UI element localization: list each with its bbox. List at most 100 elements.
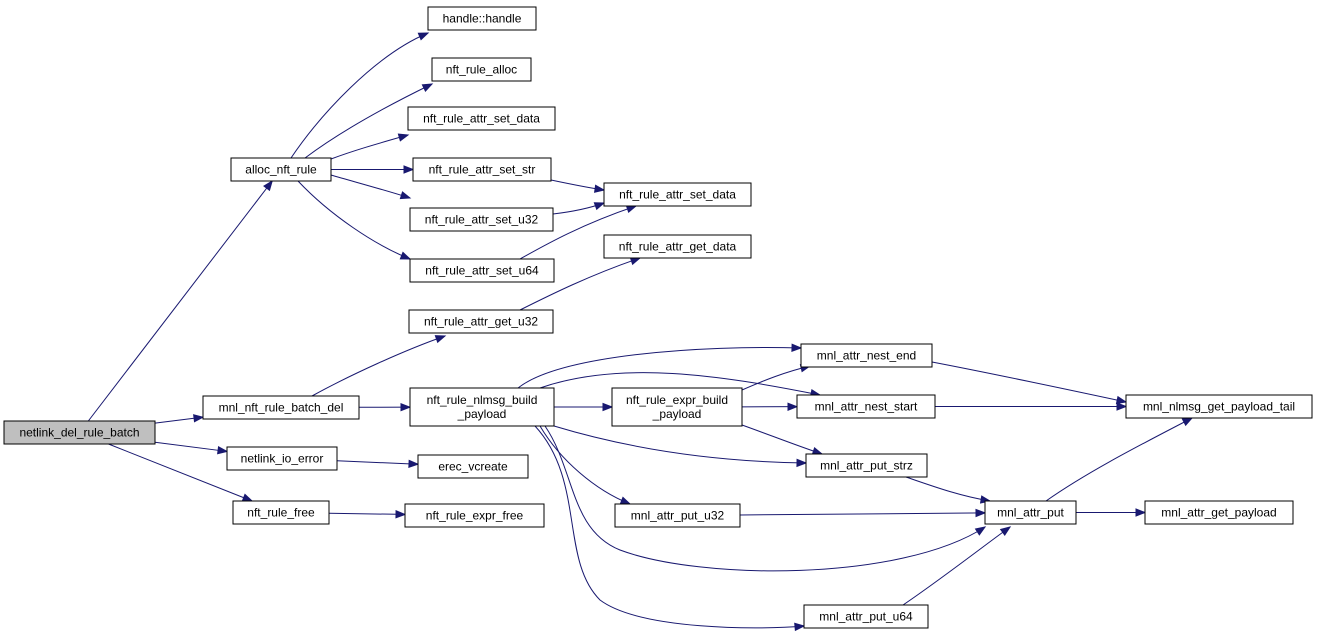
node-neststart[interactable]: mnl_attr_nest_start [796,394,936,419]
node-box [230,157,332,182]
node-nestend[interactable]: mnl_attr_nest_end [800,343,933,368]
edge-setu64-to-setdata2-arrowhead [625,205,638,214]
edge-exprbuild-to-neststart [741,402,799,411]
node-exprfree[interactable]: nft_rule_expr_free [404,503,545,528]
edge-line [336,460,419,465]
edge-buildpayload-to-exprbuild-arrowhead [602,402,614,412]
node-setu64[interactable]: nft_rule_attr_set_u64 [409,258,555,283]
edge-nestend-to-payloadtail [931,361,1128,405]
node-box [614,503,741,528]
node-box [611,387,743,427]
edge-alloc-to-setstr-arrowhead [403,165,415,174]
edge-alloc-to-handle-arrowhead [417,32,430,41]
node-label: alloc_nft_rule [245,163,317,177]
node-box [232,500,330,525]
node-label: nft_rule_nlmsg_build [427,393,538,407]
edges-layer [87,32,1194,632]
node-box [417,454,529,479]
edge-put-to-payloadtail [1045,417,1194,502]
edge-alloc-to-rulealloc-arrowhead [421,83,434,92]
edge-line [905,476,991,502]
edge-line [297,180,411,260]
node-root[interactable]: netlink_del_rule_batch [3,420,156,445]
edge-getu32-to-getdata-arrowhead [629,257,642,266]
node-setdata2[interactable]: nft_rule_attr_set_data [603,182,752,207]
edge-root-to-ioerr-arrowhead [217,446,229,455]
edge-line [519,257,641,311]
edge-line [290,32,429,159]
node-setstr[interactable]: nft_rule_attr_set_str [412,157,552,182]
node-rulealloc[interactable]: nft_rule_alloc [431,57,532,82]
edge-batchdel-to-getu32 [311,335,447,397]
node-box [407,106,556,131]
edge-line [154,441,228,452]
edge-line [311,335,446,397]
edge-getu32-to-getdata [519,257,642,311]
edge-line [741,424,823,455]
node-handle[interactable]: handle::handle [427,6,537,31]
edge-line [330,174,411,199]
node-exprbuild[interactable]: nft_rule_expr_build_payload [611,387,743,427]
edge-putu32-to-put [739,508,987,518]
node-label: nft_rule_alloc [446,63,517,77]
node-setu32[interactable]: nft_rule_attr_set_u32 [409,207,554,232]
node-box [805,453,928,478]
node-putu32[interactable]: mnl_attr_put_u32 [614,503,741,528]
edge-setu32-to-setdata2 [552,202,606,215]
edge-root-to-batchdel [154,414,205,424]
node-getpayload[interactable]: mnl_attr_get_payload [1144,500,1294,525]
edge-exprbuild-to-neststart-arrowhead [787,402,799,411]
node-label: mnl_attr_put_strz [820,459,913,473]
node-payloadtail[interactable]: mnl_nlmsg_get_payload_tail [1125,394,1313,419]
node-put[interactable]: mnl_attr_put [984,500,1077,525]
edge-putu64-to-put-arrowhead [999,526,1012,536]
edge-line [1045,417,1193,502]
node-buildpayload[interactable]: nft_rule_nlmsg_build_payload [409,387,555,427]
node-batchdel[interactable]: mnl_nft_rule_batch_del [202,395,360,420]
node-box [431,57,532,82]
node-box [3,420,156,445]
node-box [202,395,360,420]
node-alloc[interactable]: alloc_nft_rule [230,157,332,182]
node-label: erec_vcreate [438,460,508,474]
node-putu64[interactable]: mnl_attr_put_u64 [803,604,929,629]
edge-rulefree-to-exprfree [328,510,407,519]
edge-root-to-rulefree-arrowhead [241,493,254,502]
edge-setstr-to-setdata2 [550,179,606,193]
edge-buildpayload-to-putstrz [553,425,808,468]
node-box [427,6,537,31]
node-box [226,446,338,471]
node-label: nft_rule_attr_set_u64 [425,264,539,278]
node-box [984,500,1077,525]
edge-exprbuild-to-putstrz-arrowhead [811,446,824,456]
edge-nestend-to-payloadtail-arrowhead [1115,395,1128,405]
node-vcreate[interactable]: erec_vcreate [417,454,529,479]
edge-neststart-to-payloadtail-arrowhead [1116,402,1128,411]
node-getdata[interactable]: nft_rule_attr_get_data [603,234,752,259]
edge-line [108,443,253,502]
node-box [404,503,545,528]
edge-alloc-to-setstr [331,165,415,174]
edge-line [517,346,802,389]
node-label: mnl_nlmsg_get_payload_tail [1143,400,1295,414]
edge-putu32-to-put-arrowhead [975,508,987,518]
node-label: nft_rule_attr_get_u32 [424,315,538,329]
node-ioerr[interactable]: netlink_io_error [226,446,338,471]
node-getu32[interactable]: nft_rule_attr_get_u32 [408,309,554,334]
edge-buildpayload-to-exprbuild [554,402,614,412]
node-box [1125,394,1313,419]
edge-root-to-alloc-arrowhead [263,179,274,192]
node-box [796,394,936,419]
node-label: nft_rule_attr_set_u32 [425,213,539,227]
edge-alloc-to-rulealloc [304,83,434,159]
node-rulefree[interactable]: nft_rule_free [232,500,330,525]
node-label: mnl_attr_get_payload [1161,506,1276,520]
edge-alloc-to-setdata1 [330,133,410,160]
node-setdata1[interactable]: nft_rule_attr_set_data [407,106,556,131]
node-label: nft_rule_expr_free [426,509,524,523]
edge-alloc-to-setu32-arrowhead [399,191,412,200]
node-label: mnl_attr_nest_end [817,349,916,363]
node-putstrz[interactable]: mnl_attr_put_strz [805,453,928,478]
node-box [409,258,555,283]
edge-alloc-to-setdata1-arrowhead [397,133,410,142]
